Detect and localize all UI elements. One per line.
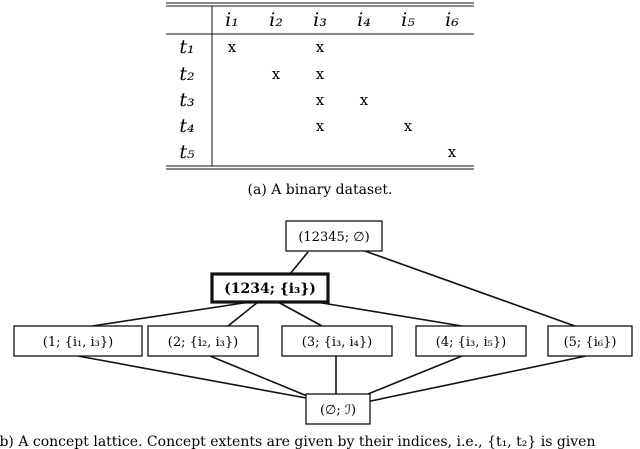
col-header-i5: i₅	[401, 9, 415, 31]
node-4-i3-i5-label: (4; {i₃, i₅})	[436, 335, 506, 350]
col-header-i6: i₆	[445, 9, 459, 31]
edge-top-c3	[289, 251, 309, 275]
cell-t2-i2: x	[272, 65, 281, 83]
edge-c13-bot	[77, 355, 307, 399]
edge-c3-c23	[227, 301, 259, 327]
node-top-label: (12345; ∅)	[298, 230, 369, 245]
node-5-i6-label: (5; {i₆})	[564, 335, 617, 350]
cell-t2-i3: x	[316, 65, 325, 83]
cell-t4-i3: x	[316, 117, 325, 135]
edge-top-c6	[361, 249, 587, 331]
cell-t1-i1: x	[228, 38, 237, 56]
edge-c6-bot	[365, 355, 587, 403]
edge-c3-c34	[277, 301, 323, 327]
node-4-i3-i5: (4; {i₃, i₅})	[415, 325, 527, 357]
node-5-i6: (5; {i₆})	[547, 325, 633, 357]
cell-t3-i3: x	[316, 91, 325, 109]
node-top: (12345; ∅)	[285, 220, 383, 252]
row-label-t2: t₂	[179, 63, 194, 85]
node-1-i1-i3: (1; {i₁, i₃})	[13, 325, 143, 357]
node-1234-i3-label: (1234; {i₃})	[224, 281, 316, 297]
row-label-t3: t₃	[179, 89, 194, 111]
node-bottom: (∅; ℐ)	[305, 393, 371, 425]
row-label-t1: t₁	[179, 36, 194, 58]
node-2-i2-i3: (2; {i₂, i₃})	[147, 325, 259, 357]
lattice-nodes: (12345; ∅) (1234; {i₃}) (1; {i₁, i₃}) (2…	[13, 220, 633, 425]
table-body: t₁ x x t₂ x x t₃ x x t₄ x x t₅	[179, 36, 456, 163]
cell-t4-i5: x	[404, 117, 413, 135]
col-header-i1: i₁	[225, 9, 239, 31]
lattice-caption: (b) A concept lattice. Concept extents a…	[0, 434, 595, 449]
node-3-i3-i4: (3; {i₃, i₄})	[281, 325, 393, 357]
node-2-i2-i3-label: (2; {i₂, i₃})	[168, 335, 238, 350]
edge-c23-bot	[209, 355, 313, 399]
table-caption: (a) A binary dataset.	[248, 182, 393, 198]
node-1234-i3: (1234; {i₃})	[210, 272, 330, 304]
col-header-i4: i₄	[357, 9, 371, 31]
edge-c3-c13	[91, 301, 251, 327]
row-label-t5: t₅	[179, 141, 195, 163]
node-bottom-label: (∅; ℐ)	[320, 403, 356, 418]
cell-t1-i3: x	[316, 38, 325, 56]
edge-c3-c35	[315, 301, 463, 327]
cell-t3-i4: x	[360, 91, 369, 109]
table-header: i₁ i₂ i₃ i₄ i₅ i₆	[225, 9, 459, 31]
col-header-i2: i₂	[269, 9, 283, 31]
lattice-edges	[77, 249, 587, 403]
edge-c35-bot	[357, 355, 463, 399]
col-header-i3: i₃	[313, 9, 327, 31]
node-3-i3-i4-label: (3; {i₃, i₄})	[302, 335, 372, 350]
cell-t5-i6: x	[448, 143, 457, 161]
row-label-t4: t₄	[179, 115, 194, 137]
node-1-i1-i3-label: (1; {i₁, i₃})	[43, 335, 113, 350]
table-rules	[166, 2, 474, 170]
